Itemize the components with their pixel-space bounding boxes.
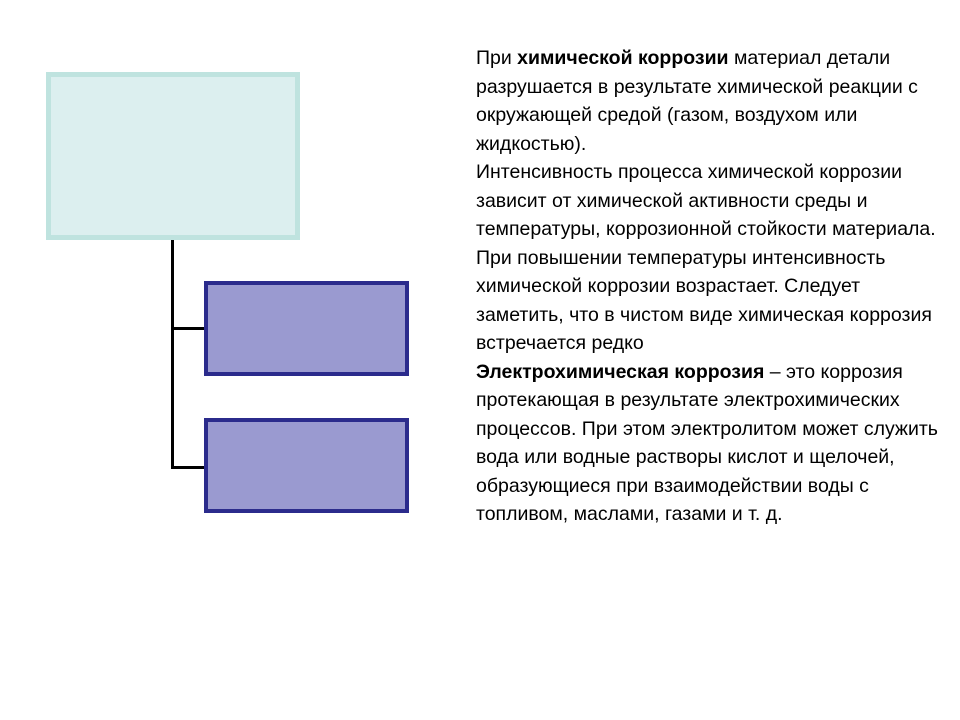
connector-branch-2 <box>171 466 205 469</box>
diagram-top-box <box>46 72 300 240</box>
paragraph-temperature: При повышении температуры интенсивность … <box>476 246 932 355</box>
paragraph-intensity: Интенсивность процесса химической корроз… <box>476 161 936 240</box>
term-chemical-corrosion: химической коррозии <box>517 47 729 69</box>
p1-after: материал детали разрушается в результате… <box>476 47 918 155</box>
p1-before: При <box>476 47 518 69</box>
p4-after: – это коррозия протекающая в результате … <box>476 360 938 526</box>
connector-vertical <box>171 240 174 469</box>
connector-branch-1 <box>171 327 205 330</box>
term-electrochemical-corrosion: Электрохимическая коррозия <box>476 360 765 383</box>
diagram-child-box-1 <box>204 281 409 376</box>
hierarchy-diagram <box>0 0 460 720</box>
diagram-child-box-2 <box>204 418 409 513</box>
paragraph-electrochemical-corrosion: Электрохимическая коррозия – это коррози… <box>476 358 946 529</box>
corrosion-text: При химической коррозии материал детали … <box>476 44 946 529</box>
paragraph-chemical-corrosion: При химической коррозии материал детали … <box>476 44 946 158</box>
